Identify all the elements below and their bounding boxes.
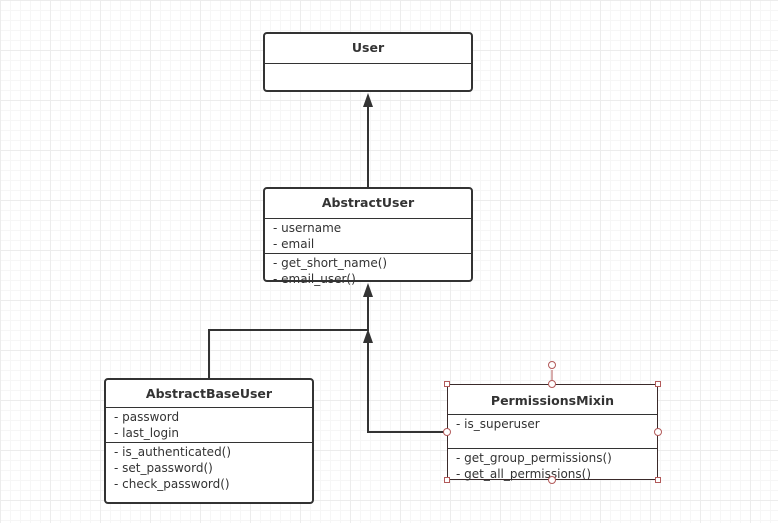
method: - email_user() <box>273 272 356 286</box>
class-abstractuser-name: AbstractUser <box>265 189 471 219</box>
generalization-line-permissionsmixin-abstractuser[interactable] <box>367 342 447 433</box>
rotate-handle[interactable] <box>548 361 556 369</box>
method: - get_short_name() <box>273 256 388 270</box>
resize-handle-top-left[interactable] <box>444 381 450 387</box>
method: - is_authenticated() <box>114 445 232 459</box>
class-abstractuser-methods: - get_short_name() - email_user() <box>265 254 471 288</box>
class-abstractbaseuser-name: AbstractBaseUser <box>106 380 312 408</box>
class-abstractbaseuser-attributes: - password - last_login <box>106 408 312 443</box>
class-permissionsmixin-attributes: - is_superuser <box>448 415 657 449</box>
generalization-arrowhead-abstractuser-2 <box>363 329 373 343</box>
attribute: - username <box>273 221 342 235</box>
generalization-line-abstractbaseuser-abstractuser[interactable] <box>208 296 369 378</box>
class-permissionsmixin[interactable]: PermissionsMixin - is_superuser - get_gr… <box>447 384 658 483</box>
class-user-name: User <box>265 34 471 64</box>
connection-point-right[interactable] <box>654 428 662 436</box>
generalization-arrowhead-user <box>363 93 373 107</box>
resize-handle-bottom-right[interactable] <box>655 477 661 483</box>
class-user[interactable]: User <box>263 32 473 92</box>
attribute: - email <box>273 237 315 251</box>
connection-point-left[interactable] <box>443 428 451 436</box>
generalization-arrowhead-abstractuser-1 <box>363 283 373 297</box>
attribute: - last_login <box>114 426 180 440</box>
connection-point-bottom[interactable] <box>548 476 556 484</box>
attribute: - is_superuser <box>456 417 540 431</box>
class-permissionsmixin-name: PermissionsMixin <box>448 385 657 415</box>
attribute: - password <box>114 410 180 424</box>
method: - set_password() <box>114 461 213 475</box>
class-abstractuser[interactable]: AbstractUser - username - email - get_sh… <box>263 187 473 286</box>
resize-handle-bottom-left[interactable] <box>444 477 450 483</box>
method: - check_password() <box>114 477 230 491</box>
method: - get_group_permissions() <box>456 451 612 465</box>
resize-handle-top-right[interactable] <box>655 381 661 387</box>
method: - get_all_permissions() <box>456 467 592 481</box>
connection-point-top[interactable] <box>548 380 556 388</box>
class-abstractuser-attributes: - username - email <box>265 219 471 254</box>
class-abstractbaseuser[interactable]: AbstractBaseUser - password - last_login… <box>104 378 314 504</box>
class-permissionsmixin-methods: - get_group_permissions() - get_all_perm… <box>448 449 657 483</box>
class-abstractbaseuser-methods: - is_authenticated() - set_password() - … <box>106 443 312 493</box>
